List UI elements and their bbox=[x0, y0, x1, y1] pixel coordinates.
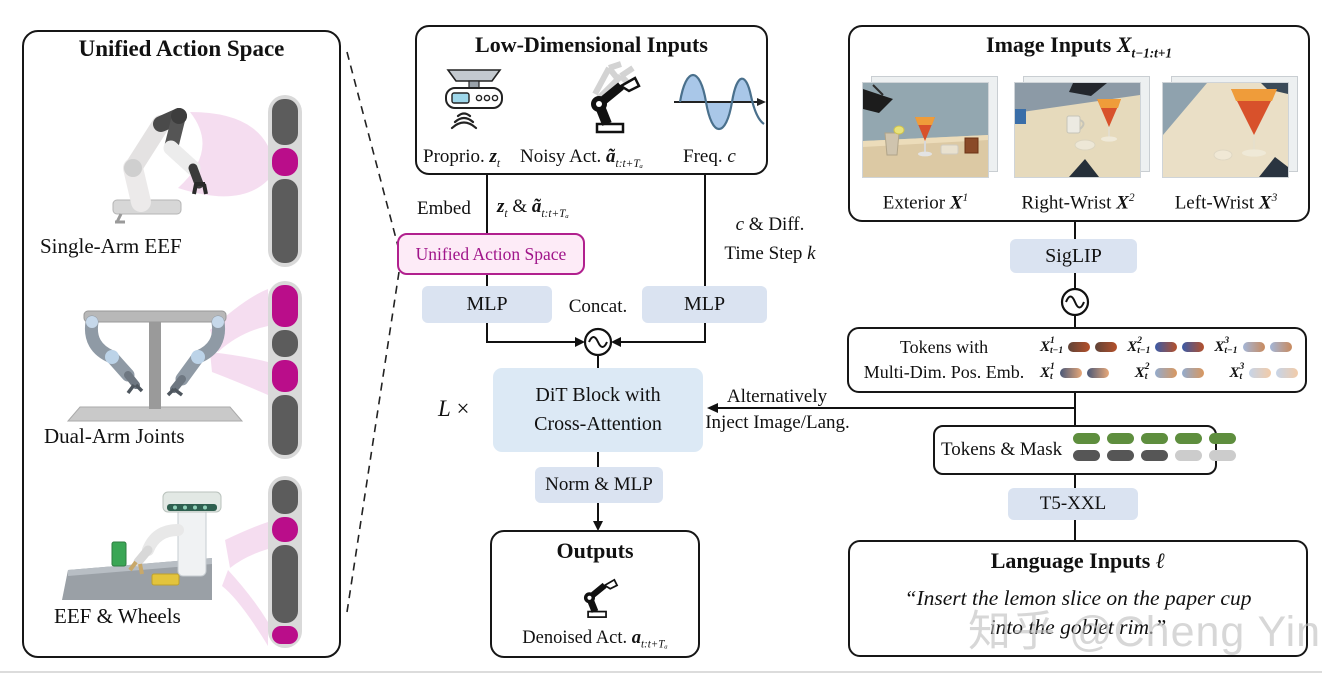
mlp-left-box: MLP bbox=[422, 286, 552, 323]
inject-label: Inject Image/Lang. bbox=[705, 412, 850, 433]
page-divider bbox=[0, 671, 1322, 673]
image-token-pill bbox=[1068, 342, 1091, 352]
image-token-pill bbox=[1155, 342, 1178, 352]
siglip-box: SigLIP bbox=[1010, 239, 1137, 273]
mask-pill bbox=[1175, 450, 1202, 461]
lang-token-pill bbox=[1141, 433, 1168, 444]
action-vector-eef-wheels bbox=[268, 476, 302, 648]
language-instruction-text: “Insert the lemon slice on the paper cup… bbox=[904, 586, 1252, 640]
language-inputs-title: Language Inputs ℓ bbox=[990, 548, 1166, 573]
image-token-pill bbox=[1095, 342, 1118, 352]
concat-label: Concat. bbox=[568, 296, 628, 317]
t5-xxl-box: T5-XXL bbox=[1008, 488, 1138, 520]
language-inputs-panel bbox=[848, 540, 1308, 657]
lang-token-pill bbox=[1107, 433, 1134, 444]
image-tokens-panel bbox=[847, 327, 1307, 393]
unified-action-space-box: Unified Action Space bbox=[397, 233, 585, 275]
left-wrist-label: Left-Wrist X3 bbox=[1174, 192, 1278, 214]
noisy-action-arm-icon bbox=[591, 61, 641, 134]
image-token-pill bbox=[1242, 342, 1265, 352]
watermark: 知乎 @Cheng Yin bbox=[968, 608, 1322, 656]
dual-arm-robot-illustration bbox=[66, 310, 244, 422]
denoised-act-label: Denoised Act. at:t+Tₐ bbox=[522, 628, 668, 651]
mask-pill bbox=[1073, 450, 1100, 461]
single-arm-label: Single-Arm EEF bbox=[40, 234, 182, 258]
low-dim-title: Low-Dimensional Inputs bbox=[475, 32, 708, 57]
proprio-sensor-icon bbox=[445, 69, 503, 130]
dual-arm-label: Dual-Arm Joints bbox=[44, 424, 185, 448]
image-token-pill bbox=[1086, 368, 1109, 378]
l-times-label: L × bbox=[438, 396, 470, 421]
mlp-right-box: MLP bbox=[642, 286, 767, 323]
frequency-wave-icon bbox=[674, 73, 766, 131]
noisy-action-label: Noisy Act. ãt:t+Tₐ bbox=[520, 146, 644, 170]
image-token-pill bbox=[1269, 342, 1292, 352]
action-vector-single-arm bbox=[268, 95, 302, 267]
action-vector-dual-arm bbox=[268, 281, 302, 459]
single-arm-robot-illustration bbox=[112, 108, 208, 224]
c-diff-label: c & Diff. Time Step k bbox=[724, 214, 816, 265]
image-token-pill bbox=[1182, 342, 1205, 352]
image-token-pill bbox=[1181, 368, 1204, 378]
denoised-action-arm-icon bbox=[583, 578, 619, 618]
mobile-manipulator-illustration bbox=[62, 491, 222, 600]
proprio-label: Proprio. zt bbox=[423, 146, 501, 170]
exterior-photo bbox=[863, 83, 988, 177]
eef-wheels-label: EEF & Wheels bbox=[54, 604, 181, 628]
freq-label: Freq. c bbox=[683, 146, 736, 167]
image-token-pill bbox=[1059, 368, 1082, 378]
left-wrist-photo bbox=[1163, 83, 1288, 177]
lang-token-mask-grid bbox=[1073, 433, 1236, 461]
image-token-pill bbox=[1249, 368, 1272, 378]
mask-pill bbox=[1141, 450, 1168, 461]
lang-token-pill bbox=[1175, 433, 1202, 444]
tokens-mask-label: Tokens & Mask bbox=[941, 439, 1063, 460]
right-wrist-label: Right-Wrist X2 bbox=[1021, 192, 1135, 214]
alternatively-label: Alternatively bbox=[726, 386, 828, 407]
lang-token-pill bbox=[1073, 433, 1100, 444]
mask-pill bbox=[1209, 450, 1236, 461]
mask-pill bbox=[1107, 450, 1134, 461]
image-token-pill bbox=[1154, 368, 1177, 378]
image-token-pill bbox=[1276, 368, 1299, 378]
unified-action-space-panel bbox=[22, 30, 341, 658]
embed-label: Embed bbox=[417, 198, 471, 219]
lang-token-pill bbox=[1209, 433, 1236, 444]
exterior-label: Exterior X1 bbox=[882, 192, 969, 214]
outputs-title: Outputs bbox=[556, 538, 634, 563]
right-wrist-photo bbox=[1015, 83, 1140, 177]
norm-mlp-box: Norm & MLP bbox=[535, 467, 663, 503]
left-panel-title: Unified Action Space bbox=[78, 36, 285, 61]
image-inputs-title: Image Inputs Xt−1:t+1 bbox=[986, 32, 1172, 61]
zt-atilde-label: zt & ãt:t+Tₐ bbox=[497, 196, 569, 220]
